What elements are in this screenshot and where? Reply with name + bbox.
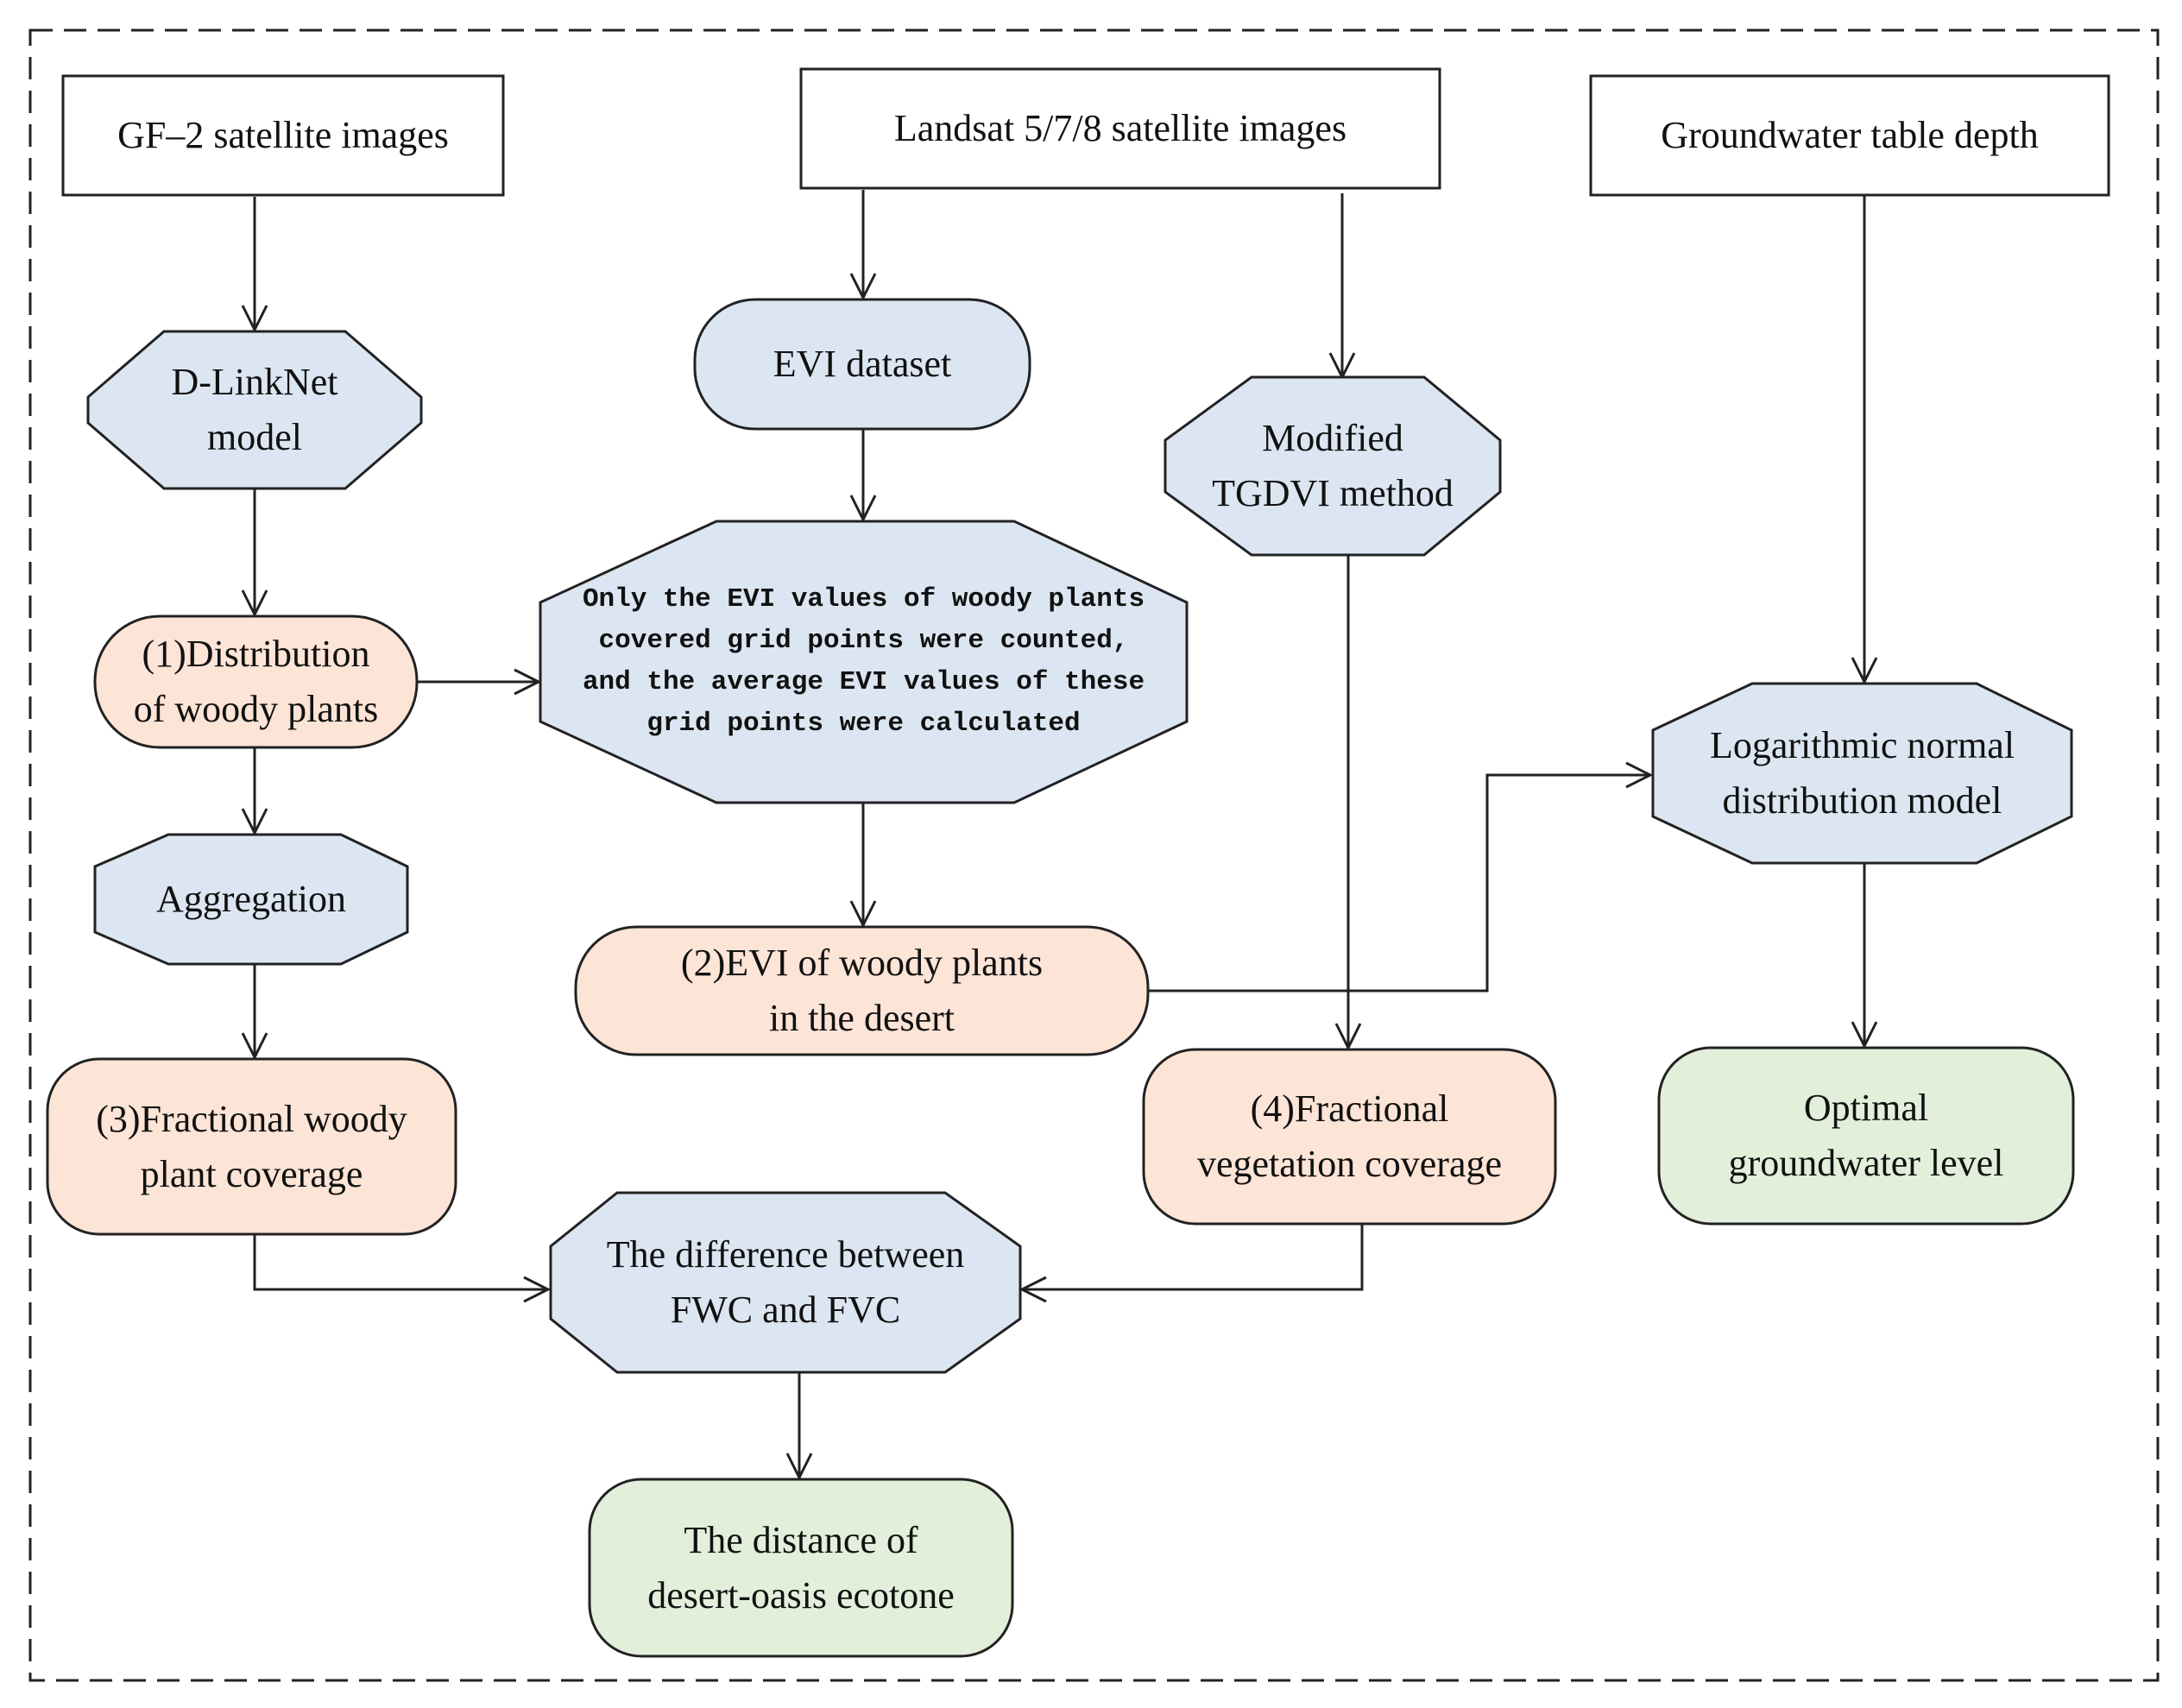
connectors: [241, 190, 1878, 1481]
evi-dataset-box: [693, 298, 1031, 431]
fvc-box: [1142, 1048, 1557, 1226]
evi-note-octagon: [539, 520, 1189, 804]
distribution-box: [93, 615, 419, 749]
difference-octagon: [549, 1191, 1022, 1374]
outer-dashed-frame: [28, 28, 2160, 1682]
dlinknet-octagon: [86, 330, 423, 490]
evi-woody-box: [574, 925, 1150, 1056]
arrow-evi-woody-to-lognormal: [1148, 761, 1654, 993]
optimal-box: [1657, 1046, 2075, 1226]
arrow-fwc-to-difference: [253, 1234, 552, 1303]
fwc-box: [46, 1057, 457, 1236]
distance-box: [588, 1478, 1014, 1658]
aggregation-octagon: [93, 833, 409, 966]
landsat-images-box: [799, 67, 1441, 190]
tgdvi-octagon: [1164, 375, 1502, 557]
arrow-fvc-to-difference: [1018, 1224, 1364, 1303]
groundwater-depth-box: [1589, 74, 2110, 197]
gf2-images-box: [61, 74, 505, 197]
lognormal-octagon: [1651, 682, 2073, 865]
